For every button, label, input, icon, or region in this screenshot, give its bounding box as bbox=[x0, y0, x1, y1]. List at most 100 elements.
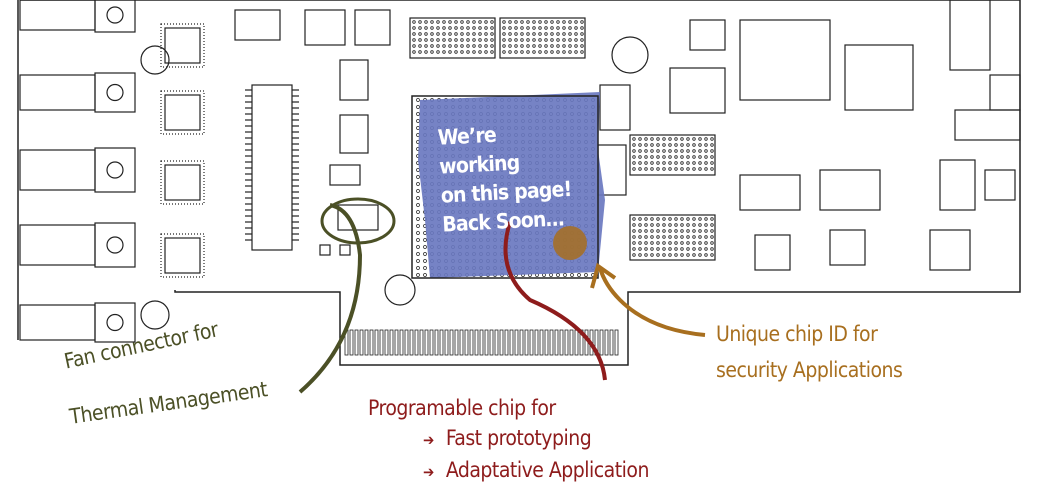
edge-finger bbox=[484, 329, 489, 356]
edge-finger bbox=[609, 329, 614, 356]
bga-ball bbox=[698, 155, 702, 159]
bga-ball bbox=[544, 32, 548, 36]
edge-finger bbox=[574, 329, 579, 356]
bga-ball bbox=[686, 149, 690, 153]
bga-ball bbox=[430, 50, 434, 54]
fpga-ball bbox=[556, 273, 560, 277]
bga-ball bbox=[418, 26, 422, 30]
bga-ball bbox=[520, 26, 524, 30]
bga-ball bbox=[710, 155, 714, 159]
bga-ball bbox=[674, 161, 678, 165]
bga-ball bbox=[514, 44, 518, 48]
bga-ball bbox=[704, 241, 708, 245]
arrow-icon: ➔ bbox=[423, 431, 434, 449]
bga-ball bbox=[692, 161, 696, 165]
bga-ball bbox=[580, 50, 584, 54]
connector-housing bbox=[94, 222, 136, 268]
bga-ball bbox=[710, 161, 714, 165]
fpga-ball bbox=[423, 266, 427, 270]
bga-ball bbox=[514, 20, 518, 24]
bga-ball bbox=[692, 223, 696, 227]
chip bbox=[689, 19, 726, 51]
bga-ball bbox=[638, 223, 642, 227]
bga-ball bbox=[686, 137, 690, 141]
bga-ball bbox=[650, 137, 654, 141]
bga-ball bbox=[568, 20, 572, 24]
bga-ball bbox=[686, 161, 690, 165]
bga-ball bbox=[544, 50, 548, 54]
part bbox=[939, 159, 976, 211]
bga-ball bbox=[520, 44, 524, 48]
bga-ball bbox=[644, 167, 648, 171]
bga-ball bbox=[478, 26, 482, 30]
bga-ball bbox=[442, 44, 446, 48]
bga-ball bbox=[644, 217, 648, 221]
edge-finger bbox=[404, 329, 409, 356]
bga-ball bbox=[680, 161, 684, 165]
bga-ball bbox=[490, 50, 494, 54]
fpga-ball bbox=[416, 224, 420, 228]
bga-ball bbox=[656, 247, 660, 251]
bga-ball bbox=[686, 155, 690, 159]
bga-ball bbox=[686, 235, 690, 239]
bga-ball bbox=[454, 26, 458, 30]
edge-finger bbox=[474, 329, 479, 356]
bga-ball bbox=[430, 26, 434, 30]
bga-ball bbox=[448, 32, 452, 36]
bga-ball bbox=[698, 241, 702, 245]
bga-ball bbox=[460, 32, 464, 36]
bga-ball bbox=[562, 38, 566, 42]
bga-ball bbox=[550, 38, 554, 42]
edge-finger bbox=[604, 329, 609, 356]
fpga-ball bbox=[416, 119, 420, 123]
bga-ball bbox=[674, 253, 678, 257]
bga-ball bbox=[650, 149, 654, 153]
connector bbox=[954, 109, 1021, 141]
bga-ball bbox=[526, 50, 530, 54]
bga-ball bbox=[490, 32, 494, 36]
connector bbox=[19, 304, 96, 341]
bga-ball bbox=[680, 167, 684, 171]
bga-ball bbox=[532, 26, 536, 30]
bga-ball bbox=[484, 44, 488, 48]
qfp-chip bbox=[164, 94, 201, 131]
qfp-chip bbox=[754, 234, 791, 271]
bga-ball bbox=[574, 50, 578, 54]
bga-ball bbox=[680, 229, 684, 233]
edge-finger bbox=[529, 329, 534, 356]
bga-ball bbox=[674, 223, 678, 227]
bga-ball bbox=[656, 229, 660, 233]
edge-finger bbox=[409, 329, 414, 356]
bga-ball bbox=[538, 44, 542, 48]
bga-ball bbox=[436, 44, 440, 48]
fpga-ball bbox=[563, 273, 567, 277]
edge-finger bbox=[444, 329, 449, 356]
bga-ball bbox=[686, 241, 690, 245]
edge-finger bbox=[614, 329, 619, 356]
fpga-ball bbox=[416, 105, 420, 109]
bga-ball bbox=[562, 50, 566, 54]
bga-ball bbox=[644, 161, 648, 165]
connector-pin bbox=[106, 83, 124, 102]
bga-ball bbox=[454, 44, 458, 48]
bga-ball bbox=[680, 155, 684, 159]
unique-id-chip-mark bbox=[553, 226, 587, 260]
annotation-line: Unique chip ID for bbox=[716, 322, 878, 346]
bga-ball bbox=[662, 223, 666, 227]
bga-ball bbox=[556, 20, 560, 24]
edge-finger bbox=[359, 329, 364, 356]
bga-ball bbox=[674, 241, 678, 245]
bga-ball bbox=[680, 247, 684, 251]
bga-ball bbox=[454, 38, 458, 42]
bga-ball bbox=[526, 38, 530, 42]
bga-ball bbox=[710, 229, 714, 233]
bga-ball bbox=[704, 217, 708, 221]
fpga-ball bbox=[570, 273, 574, 277]
bga-ball bbox=[644, 247, 648, 251]
bga-ball bbox=[662, 149, 666, 153]
bga-ball bbox=[704, 223, 708, 227]
bga-ball bbox=[656, 161, 660, 165]
bga-ball bbox=[568, 38, 572, 42]
qfp-chip bbox=[164, 164, 201, 201]
bga-ball bbox=[650, 235, 654, 239]
